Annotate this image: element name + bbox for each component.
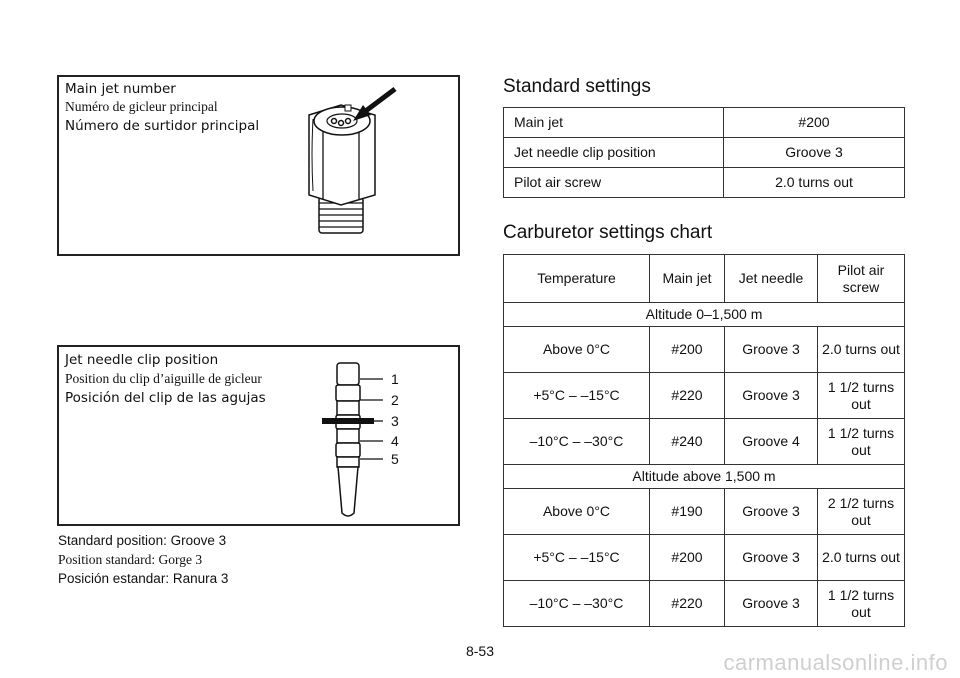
cell-jet-needle: Groove 3 <box>724 580 818 627</box>
table-row: –10°C – –30°C #220 Groove 3 1 1/2 turns … <box>503 580 905 627</box>
clip-title-en: Jet needle clip position <box>65 352 219 368</box>
header-main-jet: Main jet <box>649 254 725 303</box>
groove-label-3: 3 <box>391 413 399 429</box>
standard-settings-table: Main jet #200 Jet needle clip position G… <box>503 107 905 198</box>
table-header-row: Temperature Main jet Jet needle Pilot ai… <box>503 254 905 303</box>
cell-pilot-air: 1 1/2 turns out <box>817 418 905 465</box>
cell-jet-needle: Groove 3 <box>724 534 818 581</box>
setting-label: Main jet <box>503 107 724 138</box>
table-row: +5°C – –15°C #220 Groove 3 1 1/2 turns o… <box>503 372 905 419</box>
cell-temperature: –10°C – –30°C <box>503 418 650 465</box>
cell-pilot-air: 2.0 turns out <box>817 326 905 373</box>
cell-temperature: Above 0°C <box>503 326 650 373</box>
cell-main-jet: #190 <box>649 488 725 535</box>
standard-position-caption: Standard position: Groove 3 Position sta… <box>58 531 228 588</box>
table-row: Main jet #200 <box>503 107 905 138</box>
clip-title-es: Posición del clip de las agujas <box>65 390 266 406</box>
cell-main-jet: #220 <box>649 580 725 627</box>
cell-pilot-air: 1 1/2 turns out <box>817 372 905 419</box>
setting-value: 2.0 turns out <box>723 167 905 198</box>
cell-jet-needle: Groove 4 <box>724 418 818 465</box>
setting-label: Pilot air screw <box>503 167 724 198</box>
header-temperature: Temperature <box>503 254 650 303</box>
header-pilot-air-screw: Pilot air screw <box>817 254 905 303</box>
header-jet-needle: Jet needle <box>724 254 818 303</box>
cell-jet-needle: Groove 3 <box>724 372 818 419</box>
table-row: Above 0°C #200 Groove 3 2.0 turns out <box>503 326 905 373</box>
clip-title-fr: Position du clip d’aiguille de gicleur <box>65 371 262 386</box>
main-jet-title-es: Número de surtidor principal <box>65 118 260 134</box>
cell-main-jet: #200 <box>649 534 725 581</box>
carb-chart-heading: Carburetor settings chart <box>503 222 713 243</box>
cell-pilot-air: 2 1/2 turns out <box>817 488 905 535</box>
main-jet-title-fr: Numéro de gicleur principal <box>65 99 218 114</box>
caption-en: Standard position: Groove 3 <box>58 533 227 548</box>
main-jet-panel: Main jet number Numéro de gicleur princi… <box>57 75 460 256</box>
section-title: Altitude above 1,500 m <box>503 464 905 489</box>
groove-label-5: 5 <box>391 451 399 467</box>
setting-value: #200 <box>723 107 905 138</box>
groove-label-2: 2 <box>391 392 399 408</box>
cell-jet-needle: Groove 3 <box>724 488 818 535</box>
section-row: Altitude 0–1,500 m <box>503 302 905 327</box>
section-title: Altitude 0–1,500 m <box>503 302 905 327</box>
cell-pilot-air: 2.0 turns out <box>817 534 905 581</box>
page-number: 8-53 <box>465 643 495 659</box>
cell-main-jet: #220 <box>649 372 725 419</box>
cell-pilot-air: 1 1/2 turns out <box>817 580 905 627</box>
standard-settings-heading: Standard settings <box>503 76 651 97</box>
table-row: –10°C – –30°C #240 Groove 4 1 1/2 turns … <box>503 418 905 465</box>
setting-value: Groove 3 <box>723 137 905 168</box>
setting-label: Jet needle clip position <box>503 137 724 168</box>
cell-temperature: Above 0°C <box>503 488 650 535</box>
groove-label-1: 1 <box>391 371 399 387</box>
cell-main-jet: #200 <box>649 326 725 373</box>
cell-main-jet: #240 <box>649 418 725 465</box>
cell-temperature: +5°C – –15°C <box>503 534 650 581</box>
table-row: Above 0°C #190 Groove 3 2 1/2 turns out <box>503 488 905 535</box>
cell-temperature: –10°C – –30°C <box>503 580 650 627</box>
groove-label-4: 4 <box>391 433 399 449</box>
table-row: +5°C – –15°C #200 Groove 3 2.0 turns out <box>503 534 905 581</box>
cell-temperature: +5°C – –15°C <box>503 372 650 419</box>
watermark: carmanualsonline.info <box>723 650 948 675</box>
carb-settings-table: Temperature Main jet Jet needle Pilot ai… <box>503 254 905 627</box>
main-jet-title-en: Main jet number <box>65 81 176 97</box>
cell-jet-needle: Groove 3 <box>724 326 818 373</box>
section-row: Altitude above 1,500 m <box>503 464 905 489</box>
jet-needle-illustration <box>322 362 383 517</box>
caption-fr: Position standard: Gorge 3 <box>58 552 203 567</box>
table-row: Jet needle clip position Groove 3 <box>503 137 905 168</box>
caption-es: Posición estandar: Ranura 3 <box>58 571 229 586</box>
table-row: Pilot air screw 2.0 turns out <box>503 167 905 198</box>
clip-position-panel: Jet needle clip position Position du cli… <box>57 345 460 526</box>
main-jet-illustration <box>308 87 397 234</box>
